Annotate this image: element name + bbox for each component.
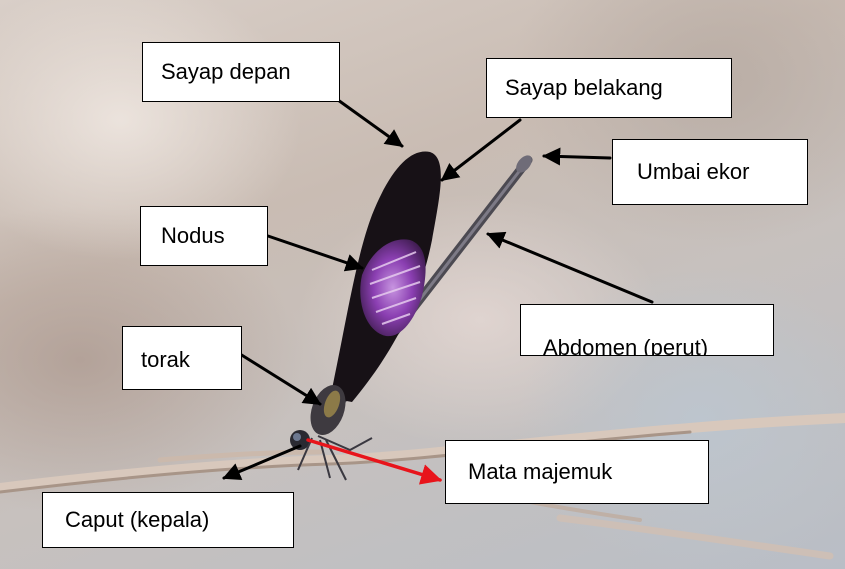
arrow-sayap-depan [338,100,402,146]
label-text: Caput (kepala) [65,509,209,531]
label-abdomen: Abdomen (perut) [520,304,774,356]
arrow-torak [240,354,320,404]
label-text: Nodus [161,225,225,247]
label-text: torak [141,349,190,371]
label-torak: torak [122,326,242,390]
arrow-nodus [268,236,362,268]
label-sayap-belakang: Sayap belakang [486,58,732,118]
arrow-umbai-ekor [544,156,610,158]
wing [330,152,441,402]
label-sayap-depan: Sayap depan [142,42,340,102]
label-nodus: Nodus [140,206,268,266]
label-caput: Caput (kepala) [42,492,294,548]
arrow-sayap-belakang [442,120,520,180]
label-umbai-ekor: Umbai ekor [612,139,808,205]
label-mata-majemuk: Mata majemuk [445,440,709,504]
arrow-abdomen [488,234,652,302]
label-text: Sayap belakang [505,77,663,99]
label-text: Sayap depan [161,61,291,83]
label-text: Abdomen (perut) [543,337,708,356]
label-text: Umbai ekor [637,161,749,183]
annotation-arrows [224,100,652,480]
label-text: Mata majemuk [468,461,612,483]
